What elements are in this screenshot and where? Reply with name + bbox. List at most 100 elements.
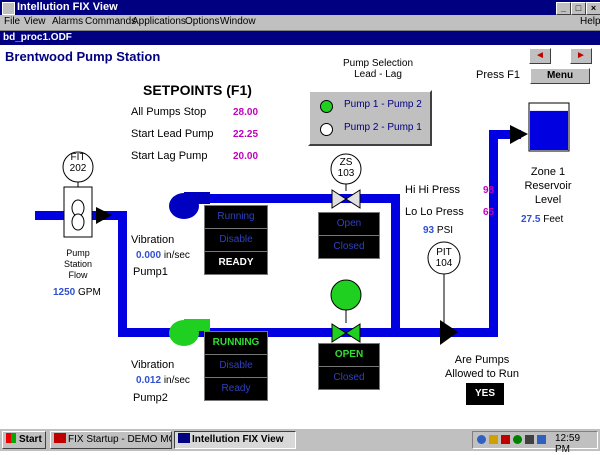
document-title: bd_proc1.ODF: [3, 32, 72, 43]
fix-app-icon: [54, 433, 66, 443]
pump1-status-panel: Running Disable READY: [204, 205, 268, 275]
previous-screen-button[interactable]: ◄: [529, 48, 551, 64]
windows-logo-icon: [6, 433, 16, 443]
minimize-button[interactable]: _: [556, 2, 571, 15]
manifold-left-pipe: [118, 211, 127, 337]
valve-bottom-status-open[interactable]: OPEN: [319, 344, 379, 367]
top-pipe: [210, 194, 400, 203]
valve-top-status-closed[interactable]: Closed: [319, 236, 379, 258]
setpoint-label: All Pumps Stop: [131, 106, 207, 118]
task-fix-view[interactable]: Intellution FIX View: [174, 431, 296, 449]
menu-button[interactable]: Menu: [530, 68, 590, 84]
pump2-icon[interactable]: [169, 319, 210, 346]
valve-bottom-icon[interactable]: [331, 323, 361, 343]
maximize-button[interactable]: □: [571, 2, 586, 15]
press-f1-label: Press F1: [476, 69, 521, 81]
pump2-status-panel: RUNNING Disable Ready: [204, 331, 268, 401]
start-button[interactable]: Start: [2, 431, 46, 449]
pump2-status-disable[interactable]: Disable: [205, 355, 267, 378]
tray-monitor-icon[interactable]: [525, 435, 534, 444]
tray-antivirus-icon[interactable]: [501, 435, 510, 444]
setpoint-value[interactable]: 28.00: [233, 107, 259, 118]
valve-top-tag-number: 103: [337, 168, 355, 179]
system-tray: 12:59 PM: [472, 431, 598, 455]
allowed-status[interactable]: YES: [466, 383, 504, 405]
pump-order-option-1[interactable]: Pump 1 - Pump 2: [344, 99, 422, 110]
reservoir-level-fill: [530, 110, 568, 150]
flow-tag-number: 202: [69, 163, 87, 174]
flow-reading: 1250 GPM: [53, 287, 101, 298]
reservoir-label-line: Reservoir: [524, 180, 572, 192]
pump1-name: Pump1: [133, 266, 168, 278]
tray-status-icon[interactable]: [513, 435, 522, 444]
process-canvas: Brentwood Pump Station SETPOINTS (F1) Al…: [0, 45, 600, 428]
pressure-unit: PSI: [436, 225, 454, 236]
reservoir-inlet-pipe: [489, 130, 521, 139]
menu-options[interactable]: Options: [185, 16, 220, 27]
menu-alarms[interactable]: Alarms: [52, 16, 84, 27]
valve-top-icon[interactable]: [331, 189, 361, 209]
setpoint-value[interactable]: 22.25: [233, 129, 259, 140]
menu-view[interactable]: View: [24, 16, 46, 27]
bottom-main-pipe: [118, 328, 490, 337]
setpoint-label: Start Lag Pump: [131, 150, 208, 162]
flow-label-line: Flow: [68, 270, 88, 280]
pump-selection-panel: Pump 1 - Pump 2 Pump 2 - Pump 1: [308, 90, 432, 146]
pump2-status-ready[interactable]: Ready: [205, 378, 267, 400]
radio-selected-icon[interactable]: [320, 100, 333, 113]
pump1-icon[interactable]: [169, 192, 210, 219]
reservoir-label-line: Zone 1: [530, 166, 566, 178]
pit-arrow-icon: [440, 320, 458, 345]
valve-top-tag-text: ZS: [339, 157, 353, 168]
allowed-label-line: Allowed to Run: [445, 368, 519, 380]
menu-file[interactable]: File: [4, 16, 21, 27]
tray-app-icon[interactable]: [537, 435, 546, 444]
start-label: Start: [19, 434, 42, 445]
valve-top-status-open[interactable]: Open: [319, 213, 379, 236]
pump-selection-title: Pump Selection Lead - Lag: [330, 58, 426, 80]
valve-top-status-panel: Open Closed: [318, 212, 380, 259]
pressure-reading: 93 PSI: [423, 225, 453, 236]
next-screen-button[interactable]: ►: [570, 48, 592, 64]
pump2-vibration-reading: 0.012 in/sec: [136, 375, 190, 386]
setpoint-value[interactable]: 20.00: [233, 151, 259, 162]
page-title: Brentwood Pump Station: [5, 49, 161, 64]
task-fix-startup[interactable]: FIX Startup - DEMO MODE: [50, 431, 172, 449]
lolo-press-value[interactable]: 65: [483, 207, 495, 218]
hihi-press-value[interactable]: 98: [483, 185, 495, 196]
tray-network-icon[interactable]: [477, 435, 486, 444]
pump1-status-disable[interactable]: Disable: [205, 229, 267, 252]
allowed-label-line: Are Pumps: [454, 354, 510, 366]
radio-unselected-icon[interactable]: [320, 123, 333, 136]
valve-bottom-tag: ZS 104: [331, 283, 361, 305]
valve-bottom-status-closed[interactable]: Closed: [319, 367, 379, 389]
menu-help[interactable]: Help: [580, 16, 600, 27]
flow-arrow-icon: [96, 207, 112, 224]
menu-window[interactable]: Window: [220, 16, 256, 27]
valve-bottom-tag-text: ZS: [339, 283, 353, 294]
pump2-vibration-label: Vibration: [131, 359, 175, 371]
pump1-vibration-label: Vibration: [131, 234, 175, 246]
pump1-status-ready[interactable]: READY: [205, 252, 267, 274]
pump-selection-subtitle: Lead - Lag: [354, 69, 402, 80]
close-button[interactable]: ×: [586, 2, 600, 15]
flow-meter-rotor-icon: [71, 199, 85, 231]
pump2-status-running[interactable]: RUNNING: [205, 332, 267, 355]
pump-order-option-2[interactable]: Pump 2 - Pump 1: [344, 122, 422, 133]
riser-pipe: [489, 130, 498, 337]
pump1-status-running[interactable]: Running: [205, 206, 267, 229]
taskbar: Start FIX Startup - DEMO MODE Intellutio…: [0, 428, 600, 455]
reservoir-label: Zone 1 Reservoir Level: [515, 165, 581, 207]
pressure-value: 93: [423, 225, 435, 236]
title-bar: Intellution FIX View _ □ ×: [0, 0, 600, 15]
menu-applications[interactable]: Applications: [132, 16, 186, 27]
flow-tag: FIT 202: [63, 152, 93, 174]
flow-label-line: Pump: [66, 248, 90, 258]
reservoir-value: 27.5: [521, 214, 541, 225]
pump1-vibration-value: 0.000: [136, 250, 162, 261]
menu-commands[interactable]: Commands: [85, 16, 137, 27]
tray-speaker-icon[interactable]: [489, 435, 498, 444]
pump2-vibration-unit: in/sec: [163, 375, 190, 386]
setpoints-title[interactable]: SETPOINTS (F1): [143, 82, 252, 98]
app-icon[interactable]: [2, 2, 15, 15]
